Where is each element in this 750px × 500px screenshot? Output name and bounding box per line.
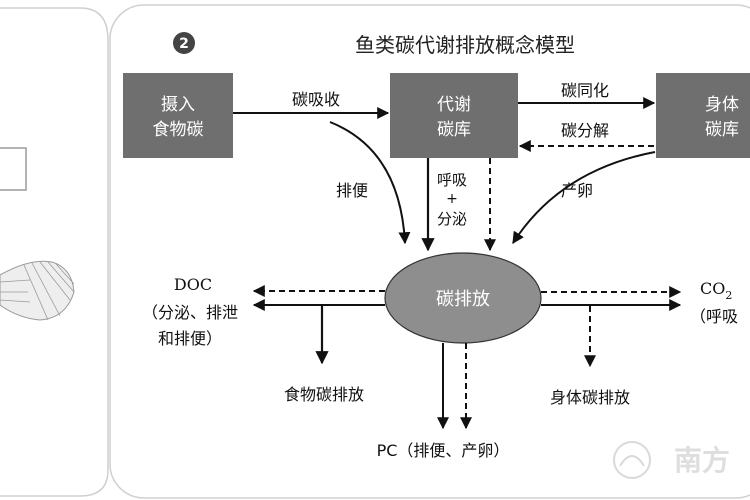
label-carbon-decomposition: 碳分解 (561, 121, 609, 140)
label-carbon-absorption: 碳吸收 (292, 90, 340, 109)
label-food-carbon-release: 食物碳排放 (284, 385, 364, 404)
left-panel-box (0, 147, 27, 191)
label-doc-line1: （分泌、排泄 (142, 303, 238, 322)
label-respiration: 呼吸 (437, 171, 467, 189)
label-co2-main: CO (700, 279, 725, 298)
main-panel-frame (109, 4, 750, 499)
panel-number: 2 (179, 36, 189, 52)
arrow-spawning (512, 151, 656, 245)
box-ingest-line1: 摄入 (161, 95, 195, 115)
label-secretion: 分泌 (437, 210, 467, 228)
box-metabolic-line1: 代谢 (437, 95, 471, 115)
label-doc-title: DOC (174, 275, 212, 294)
label-doc-line2: 和排便） (158, 329, 222, 348)
arrow-defecation (329, 121, 411, 245)
box-metabolic-carbon-pool: 代谢 碳库 (390, 73, 518, 158)
label-carbon-assimilation: 碳同化 (561, 81, 609, 100)
diagram-title: 鱼类碳代谢排放概念模型 (355, 33, 575, 57)
label-spawning: 产卵 (561, 181, 593, 200)
label-body-carbon-release: 身体碳排放 (550, 388, 630, 407)
fish-fin-icon (0, 260, 75, 321)
box-body-line2: 碳库 (705, 120, 739, 140)
label-co2-line1: （呼吸 (690, 307, 738, 326)
node-carbon-release-label: 碳排放 (436, 289, 490, 310)
label-co2-title: CO2 (700, 279, 732, 302)
box-body-carbon-pool: 身体 碳库 (656, 73, 750, 158)
label-pc: PC（排便、产卵） (377, 441, 510, 460)
box-ingested-food-carbon: 摄入 食物碳 (123, 73, 233, 158)
watermark-text: 南方 (674, 444, 730, 477)
label-plus: + (446, 191, 458, 207)
panel-number-badge: 2 (173, 32, 195, 54)
box-body-line1: 身体 (705, 95, 739, 115)
box-metabolic-line2: 碳库 (437, 120, 471, 140)
label-defecation: 排便 (336, 181, 368, 200)
box-ingest-line2: 食物碳 (153, 120, 204, 140)
watermark-logo: 南方 (613, 441, 730, 479)
label-co2-subscript: 2 (725, 289, 732, 302)
node-carbon-release: 碳排放 (384, 252, 542, 344)
left-panel (0, 7, 109, 497)
